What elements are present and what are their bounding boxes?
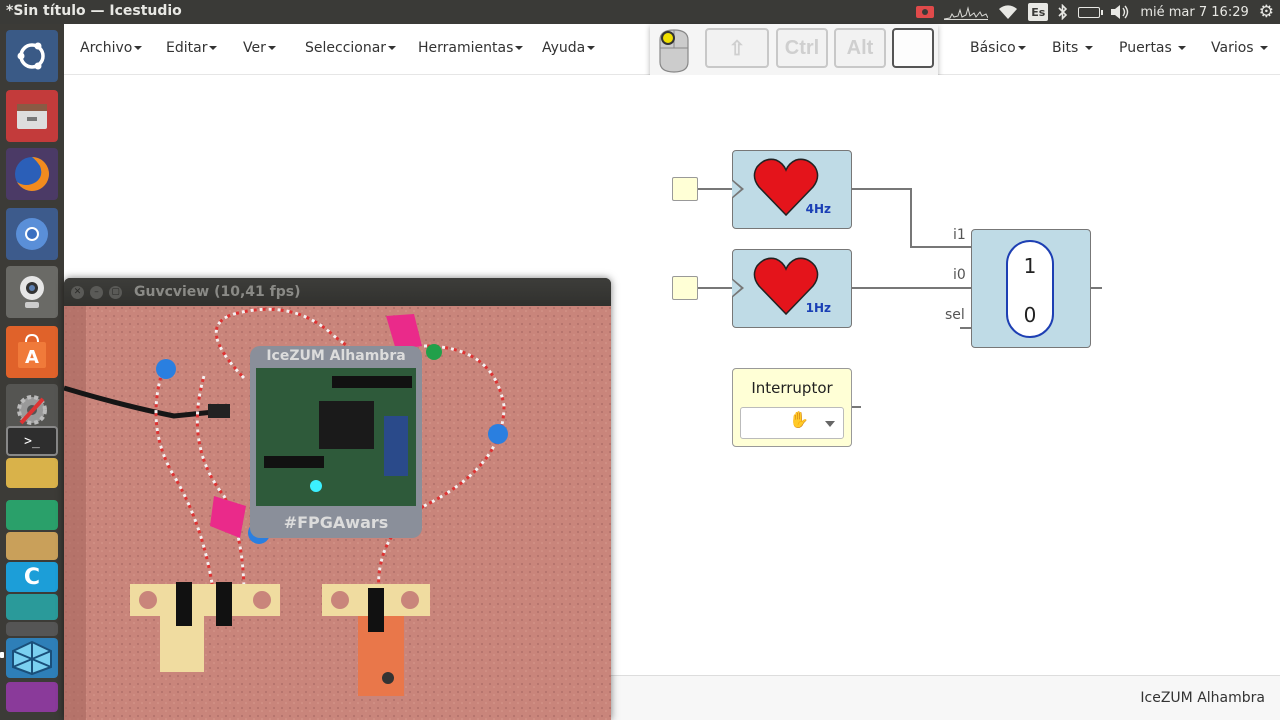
svg-text:A: A [25, 347, 39, 368]
guvcview-titlebar[interactable]: ✕ – ▢ Guvcview (10,41 fps) [64, 278, 611, 306]
close-icon[interactable]: ✕ [71, 286, 84, 299]
battery-icon[interactable] [1078, 3, 1104, 21]
record-icon[interactable] [916, 3, 935, 21]
freq-label: 4Hz [805, 202, 831, 216]
shift-key: ⇧ [705, 28, 769, 68]
launcher-icestudio[interactable] [6, 638, 58, 678]
caret-down-icon [388, 46, 397, 50]
launcher-app-f[interactable] [6, 622, 58, 636]
wifi-icon[interactable] [998, 3, 1018, 21]
input-pin-bottom[interactable] [672, 276, 698, 300]
hand-cursor-icon: ✋ [789, 410, 809, 429]
launcher-chromium[interactable] [6, 208, 58, 260]
window-title: *Sin título — Icestudio [6, 3, 182, 19]
launcher-ubuntu-dash[interactable] [6, 30, 58, 82]
launcher-software-center[interactable]: A [6, 326, 58, 378]
mux-value-bottom: 0 [1023, 303, 1037, 327]
mux-symbol: 1 0 [1006, 240, 1054, 338]
heartbeat-block-4hz[interactable]: 4Hz [732, 150, 852, 229]
launcher-app-d[interactable]: C [6, 562, 58, 592]
launcher-files[interactable] [6, 90, 58, 142]
switch-title: Interruptor [751, 379, 833, 397]
key-mouse-overlay: ⇧ Ctrl Alt [650, 24, 938, 82]
wire-4hz-h [852, 188, 912, 190]
menu-ver[interactable]: Ver [243, 40, 276, 56]
board-label-bottom: #FPGAwars [284, 513, 389, 532]
caret-down-icon [1017, 46, 1026, 50]
launcher-app-a[interactable] [6, 458, 58, 488]
maximize-icon[interactable]: ▢ [109, 286, 122, 299]
launcher-firefox[interactable] [6, 148, 58, 200]
launcher-app-c[interactable] [6, 532, 58, 560]
wire-mux-out [1090, 287, 1102, 289]
caret-down-icon [515, 46, 524, 50]
freq-label: 1Hz [805, 301, 831, 315]
guvcview-title: Guvcview (10,41 fps) [134, 284, 301, 300]
caret-down-icon [209, 46, 218, 50]
launcher-app-b[interactable] [6, 500, 58, 530]
webcam-video-feed: IceZUM Alhambra #FPGAwars [64, 306, 611, 720]
clock-input-arrow-icon [732, 278, 744, 298]
menu-herramientas[interactable]: Herramientas [418, 40, 524, 56]
wire-4hz-to-i1 [910, 246, 972, 248]
caret-down-icon [1178, 46, 1187, 50]
board-label-top: IceZUM Alhambra [266, 348, 405, 364]
minimize-icon[interactable]: – [90, 286, 103, 299]
heart-icon [753, 158, 819, 217]
wire-input-top [698, 188, 734, 190]
bluetooth-icon[interactable] [1058, 3, 1068, 21]
caret-down-icon [267, 46, 276, 50]
menu-basico[interactable]: Básico [970, 40, 1026, 56]
clock-input-arrow-icon [732, 179, 744, 199]
mux-port-sel: sel [945, 307, 965, 323]
system-tray: Es mié mar 7 16:29 ⚙ [916, 0, 1274, 24]
settings-gear-icon[interactable]: ⚙ [1258, 2, 1274, 22]
top-panel: *Sin título — Icestudio Es mié mar 7 16:… [0, 0, 1280, 24]
menu-puertas[interactable]: Puertas [1119, 40, 1187, 56]
keyboard-lang-icon[interactable]: Es [1028, 3, 1049, 21]
launcher-webcam[interactable] [6, 266, 58, 318]
switch-select[interactable]: ✋ [740, 407, 844, 439]
menu-editar[interactable]: Editar [166, 40, 218, 56]
menu-varios[interactable]: Varios [1211, 40, 1269, 56]
menu-archivo[interactable]: Archivo [80, 40, 143, 56]
ctrl-key: Ctrl [776, 28, 828, 68]
mux-value-top: 1 [1023, 254, 1037, 278]
launcher-terminal[interactable]: >_ [6, 426, 58, 456]
guvcview-window[interactable]: ✕ – ▢ Guvcview (10,41 fps) [64, 278, 611, 720]
heart-icon [753, 257, 819, 316]
caret-down-icon [1260, 46, 1269, 50]
mux-port-i1: i1 [953, 227, 966, 243]
menu-ayuda[interactable]: Ayuda [542, 40, 596, 56]
caret-down-icon [134, 46, 143, 50]
launcher-app-e[interactable] [6, 594, 58, 620]
caret-down-icon [587, 46, 596, 50]
wire-1hz-to-i0 [852, 287, 972, 289]
caret-down-icon [1084, 46, 1093, 50]
heartbeat-block-1hz[interactable]: 1Hz [732, 249, 852, 328]
launcher-active-pip [0, 652, 4, 658]
alt-key: Alt [834, 28, 886, 68]
volume-icon[interactable] [1110, 3, 1130, 21]
launcher: A >_ C [0, 24, 64, 720]
clock[interactable]: mié mar 7 16:29 [1140, 4, 1249, 20]
menu-bits[interactable]: Bits [1052, 40, 1093, 56]
mux-block[interactable]: 1 0 [971, 229, 1091, 348]
cpu-graph-icon[interactable] [944, 3, 989, 21]
select-caret-icon [825, 421, 835, 427]
status-bar: IceZUM Alhambra [610, 675, 1280, 720]
wire-sel-stub [960, 327, 972, 329]
wire-switch-out [851, 406, 861, 408]
board-name[interactable]: IceZUM Alhambra [1140, 690, 1265, 706]
switch-block[interactable]: Interruptor ✋ [732, 368, 852, 447]
launcher-app-g[interactable] [6, 682, 58, 712]
wire-4hz-v [910, 188, 912, 248]
input-pin-top[interactable] [672, 177, 698, 201]
blank-key [892, 28, 934, 68]
mouse-icon [659, 29, 689, 73]
mux-port-i0: i0 [953, 267, 966, 283]
wire-input-bottom [698, 287, 734, 289]
menu-seleccionar[interactable]: Seleccionar [305, 40, 397, 56]
